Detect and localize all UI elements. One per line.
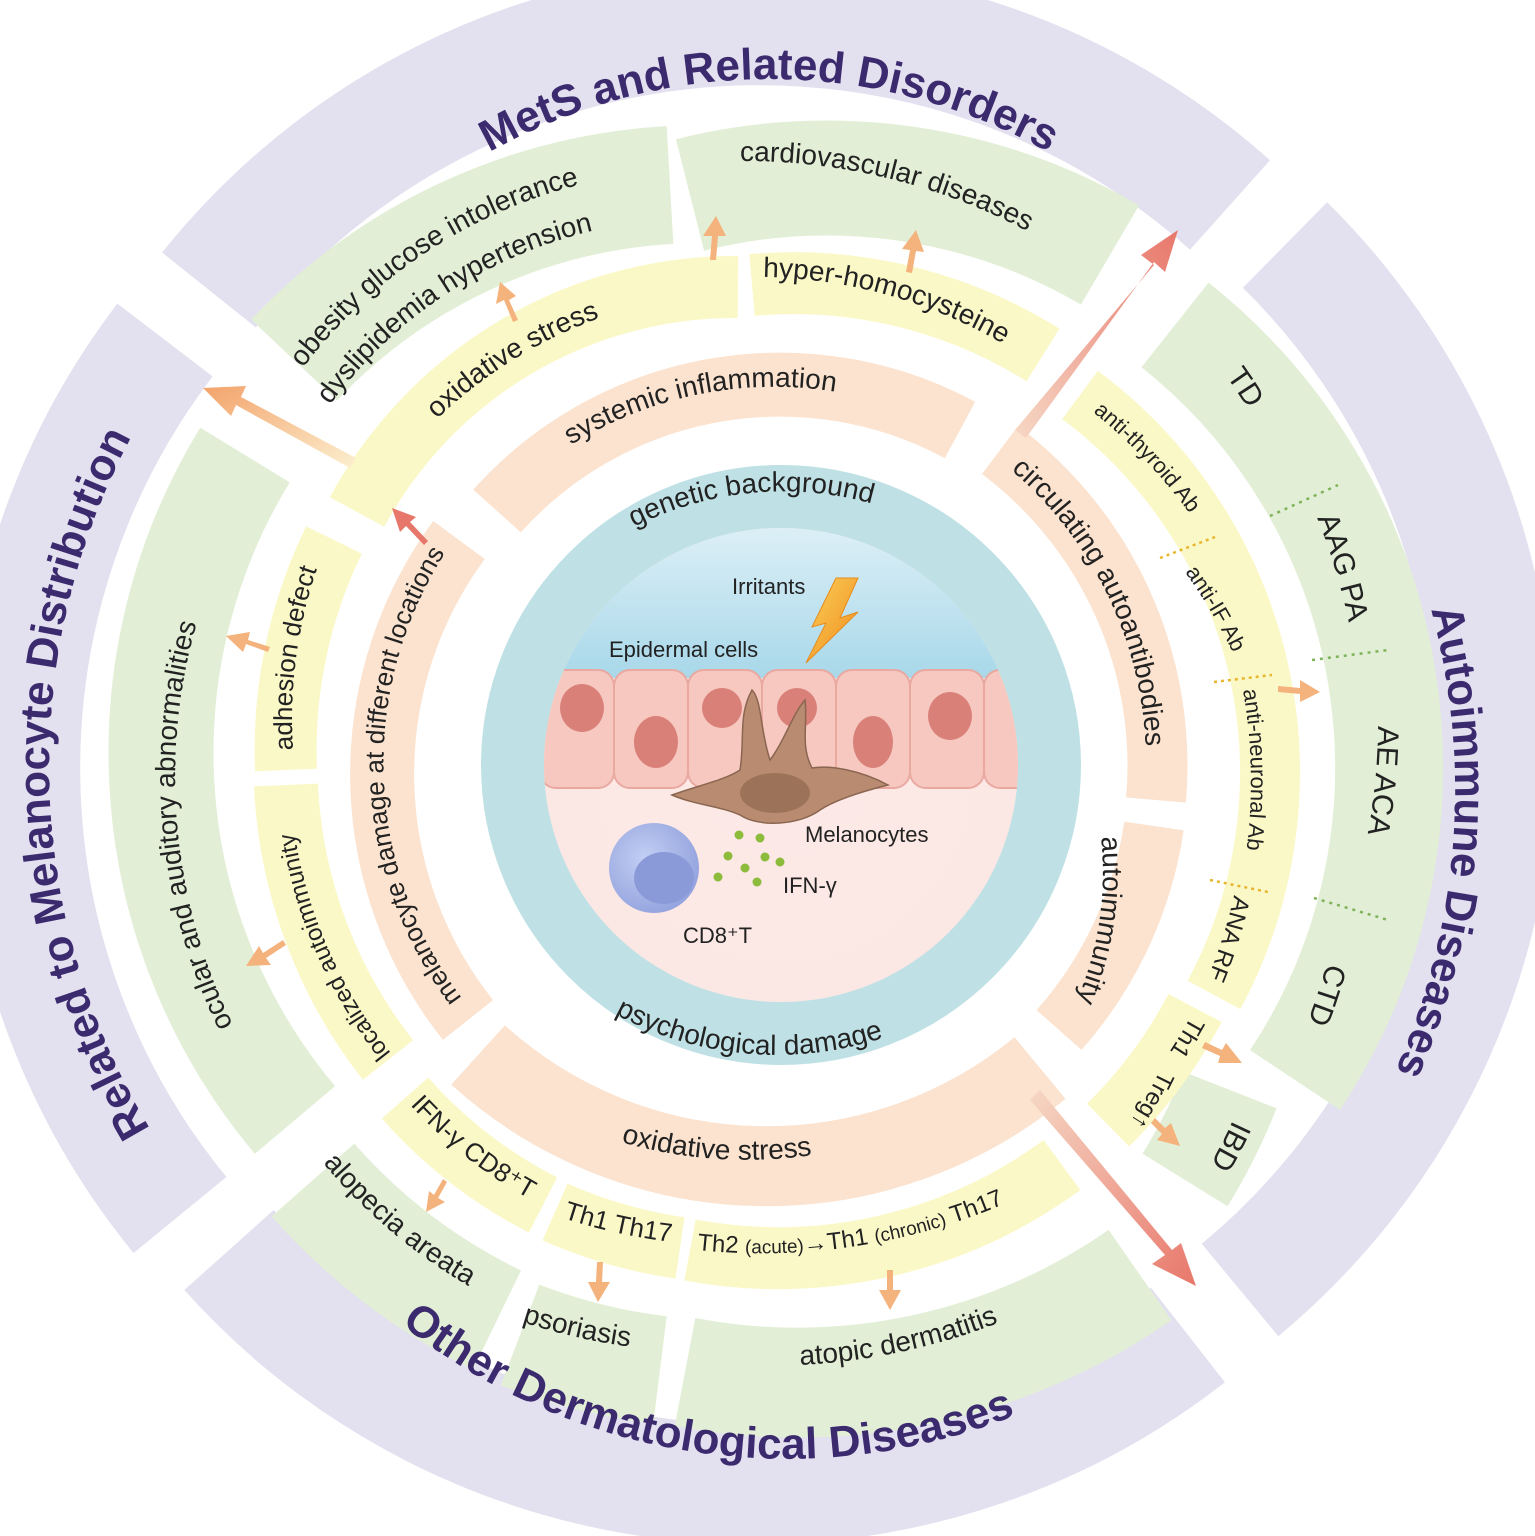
arrow-ab-to-ae	[1278, 680, 1320, 702]
band-melanocyte	[108, 427, 336, 1154]
band-oxidative-inner	[451, 1025, 1066, 1207]
mediator-bands	[254, 252, 1300, 1290]
arrows	[203, 216, 1320, 1310]
autoimmune-separators	[1269, 483, 1389, 922]
label-ifn-gamma: IFN-γ	[783, 873, 837, 898]
arrow-to-mets	[1015, 230, 1178, 438]
band-mets-cardio	[675, 120, 1140, 305]
arrow-dmg-to-ox	[392, 508, 428, 545]
band-ibd	[1142, 1071, 1277, 1207]
disease-bands	[108, 120, 1444, 1438]
band-autoantibodies	[1062, 370, 1300, 1010]
band-th2-th1	[684, 1139, 1081, 1290]
core-ring	[481, 465, 1081, 1065]
outer-segment-bottom	[184, 1209, 1225, 1536]
arrow-ox-to-metabolic	[496, 282, 518, 322]
band-melanocyte-damage	[350, 521, 494, 1040]
arrow-cd8-to-alopecia	[426, 1179, 447, 1212]
outer-segment-top	[162, 0, 1270, 328]
arrow-adhesion-to-ocular	[226, 632, 270, 652]
arrow-th1-to-ctd	[1202, 1042, 1242, 1063]
cell-nuclei	[560, 684, 972, 768]
outer-segment-left	[0, 303, 227, 1254]
arrow-th2-to-atopic	[879, 1270, 901, 1310]
band-oxidative-mets	[329, 255, 739, 527]
band-circulating-autoantibodies	[981, 426, 1188, 803]
band-localized-autoimmunity	[254, 783, 414, 1080]
band-th1-th17	[542, 1183, 685, 1279]
arrow-to-autoimmune	[1030, 1090, 1196, 1286]
band-atopic	[674, 1229, 1172, 1438]
band-systemic-inflammation	[473, 352, 976, 533]
melanocyte-cell	[669, 688, 891, 824]
arrow-hcy-to-cardio	[902, 230, 924, 273]
arrow-ox-to-cardio	[703, 216, 726, 260]
band-adhesion	[254, 526, 363, 772]
band-mets-metabolic	[251, 126, 674, 401]
arrow-local-to-ocular	[246, 940, 286, 966]
band-ifn-cd8	[381, 1077, 558, 1233]
band-psoriasis	[500, 1284, 668, 1424]
band-th1-treg	[1086, 993, 1222, 1147]
small-arrows	[226, 216, 1320, 1310]
irritants-bolt-icon	[805, 577, 859, 664]
outer-segment-right	[1201, 202, 1535, 1337]
arrow-treg-to-ibd	[1151, 1118, 1180, 1146]
ifn-gamma-dots	[713, 830, 785, 887]
label-cd8-t: CD8⁺T	[683, 923, 752, 948]
band-autoimmune	[1141, 282, 1444, 1110]
arrow-to-melanocyte	[203, 386, 356, 468]
core-illustration	[544, 528, 1018, 1002]
band-alopecia	[271, 1143, 522, 1370]
label-epidermal-cells: Epidermal cells	[609, 637, 758, 662]
label-irritants: Irritants	[732, 574, 805, 599]
label-melanocytes: Melanocytes	[805, 822, 929, 847]
band-homocysteine	[749, 252, 1060, 382]
inner-bands	[350, 352, 1188, 1207]
mediator-separators	[1159, 535, 1273, 894]
band-autoimmunity	[1036, 821, 1184, 1050]
core-labels: Irritants Epidermal cells Melanocytes IF…	[609, 574, 929, 948]
arrow-th-to-psoriasis	[588, 1262, 610, 1302]
